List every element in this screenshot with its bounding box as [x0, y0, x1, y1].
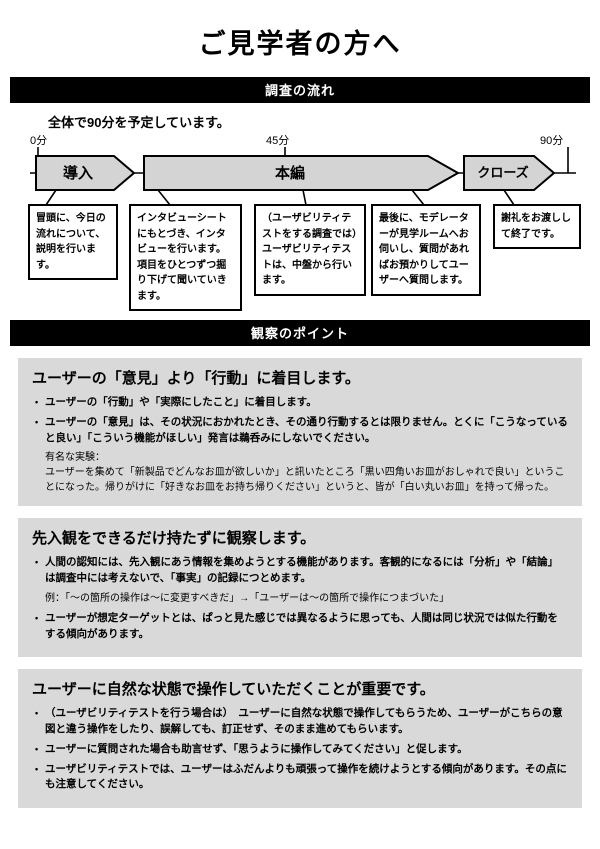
experiment-note-title: 有名な実験： — [45, 452, 105, 464]
point-bullets: ユーザーの「行動」や「実際にしたこと」に着目します。 ユーザーの「意見」は、その… — [32, 395, 568, 446]
bullet-item: （ユーザビリティテストを行う場合は） ユーザーに自然な状態で操作してもらうため、… — [32, 706, 568, 738]
connector-line-5 — [503, 189, 515, 206]
timeline-svg: 0分 45分 90分 導入 本編 クローズ — [30, 134, 576, 206]
bullet-item: ユーザビリティテストでは、ユーザーはふだんよりも頑張って操作を続けようとする傾向… — [32, 762, 568, 794]
phase-arrow-main — [143, 155, 461, 191]
point-title: ユーザーの「意見」より「行動」に着目します。 — [32, 370, 360, 387]
bullet-item: 人間の認知には、先入観にあう情報を集めようとする機能があります。客観的になるには… — [32, 555, 568, 587]
point-card-behavior: ユーザーの「意見」より「行動」に着目します。 ユーザーの「行動」や「実際にしたこ… — [18, 358, 582, 507]
point-bullets: 人間の認知には、先入観にあう情報を集めようとする機能があります。客観的になるには… — [32, 555, 568, 587]
tick-label-0min: 0分 — [30, 134, 47, 147]
connector-line-2 — [157, 189, 171, 206]
phase-arrow-close — [463, 155, 556, 191]
phase-label-close: クローズ — [477, 165, 528, 180]
bullet-item: ユーザーに質問された場合も助言せず、「思うように操作してみてください」と促します… — [32, 742, 568, 758]
phase-note-box-2: インタビューシートにもとづき、インタビューを行います。項目をひとつずつ掘り下げて… — [129, 204, 242, 311]
phase-label-main: 本編 — [275, 164, 305, 182]
phase-arrow-intro — [35, 155, 136, 191]
flow-section-header: 調査の流れ — [10, 77, 590, 103]
tick-label-90min: 90分 — [540, 134, 563, 147]
connector-line-1 — [45, 189, 57, 206]
points-section-header: 観察のポイント — [10, 320, 590, 346]
experiment-note-body: ユーザーを集めて「新製品でどんなお皿が欲しいか」と訊いたところ「黒い四角いお皿が… — [45, 467, 565, 494]
timeline-diagram: 0分 45分 90分 導入 本編 クローズ 冒頭に、今日の流れについて、説明を行… — [0, 133, 600, 320]
page-title: ご見学者の方へ — [198, 29, 402, 59]
bullet-item: ユーザーの「行動」や「実際にしたこと」に着目します。 — [32, 395, 568, 411]
phase-note-box-4: 最後に、モデレーターが見学ルームへお伺いし、質問があればお預かりしてユーザーへ質… — [371, 204, 481, 296]
experiment-note: 有名な実験： ユーザーを集めて「新製品でどんなお皿が欲しいか」と訊いたところ「黒… — [32, 450, 568, 495]
phase-note-box-1: 冒頭に、今日の流れについて、説明を行います。 — [28, 204, 118, 280]
bullet-item: ユーザーが想定ターゲットとは、ぱっと見た感じでは異なるように思っても、人間は同じ… — [32, 611, 568, 643]
point-title: ユーザーに自然な状態で操作していただくことが重要です。 — [32, 681, 435, 699]
tick-label-45min: 45分 — [266, 134, 289, 147]
phase-label-intro: 導入 — [63, 164, 93, 182]
phase-note-box-5: 謝礼をお渡しして終了です。 — [493, 204, 581, 249]
point-card-natural-state: ユーザーに自然な状態で操作していただくことが重要です。 （ユーザビリティテストを… — [18, 669, 582, 808]
example-line: 例：「～の箇所の操作は～に変更すべきだ」→「ユーザーは～の箇所で操作につまづいた… — [45, 592, 450, 604]
phase-note-box-3: （ユーザビリティテストをする調査では）ユーザビリティテストは、中盤から行います。 — [254, 204, 366, 296]
point-bullets: （ユーザビリティテストを行う場合は） ユーザーに自然な状態で操作してもらうため、… — [32, 706, 568, 793]
point-card-preconception: 先入観をできるだけ持たずに観察します。 人間の認知には、先入観にあう情報を集めよ… — [18, 518, 582, 658]
point-bullets: ユーザーが想定ターゲットとは、ぱっと見た感じでは異なるように思っても、人間は同じ… — [32, 611, 568, 643]
flow-intro: 全体で90分を予定しています。 — [48, 115, 230, 130]
points-list: ユーザーの「意見」より「行動」に着目します。 ユーザーの「行動」や「実際にしたこ… — [0, 346, 600, 808]
connector-line-3 — [302, 189, 307, 206]
connector-line-4 — [411, 189, 425, 206]
bullet-item: ユーザーの「意見」は、その状況におかれたとき、その通り行動するとは限りません。と… — [32, 415, 568, 447]
point-title: 先入観をできるだけ持たずに観察します。 — [32, 530, 316, 548]
